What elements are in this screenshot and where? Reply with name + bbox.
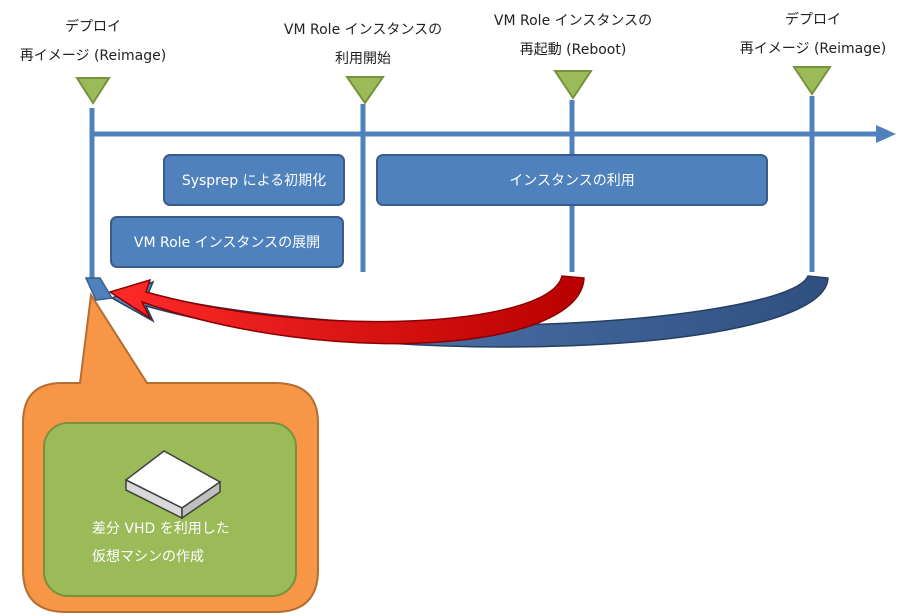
event-label-reimage-end: デプロイ 再イメージ (Reimage): [728, 6, 898, 64]
triangle-down-icon: [792, 66, 832, 96]
event-label-line1: VM Role インスタンスの: [283, 22, 443, 38]
event-label-line2: 再イメージ (Reimage): [739, 41, 887, 57]
timeline-arrowhead-icon: [876, 125, 896, 143]
vhd-caption-line2: 仮想マシンの作成: [92, 549, 204, 565]
phase-sysprep: Sysprep による初期化: [163, 154, 345, 206]
phase-usage: インスタンスの利用: [376, 154, 768, 206]
event-label-usage-start: VM Role インスタンスの 利用開始: [268, 16, 458, 74]
vhd-caption: 差分 VHD を利用した 仮想マシンの作成: [92, 515, 230, 571]
triangle-down-icon: [553, 70, 593, 100]
reboot-return-arrow: [108, 275, 585, 345]
reimage-start-cap: [84, 277, 114, 301]
phase-deploy: VM Role インスタンスの展開: [110, 216, 344, 268]
event-label-line2: 再起動 (Reboot): [519, 42, 627, 58]
event-label-line2: 再イメージ (Reimage): [19, 48, 167, 64]
event-label-line1: デプロイ: [785, 12, 841, 28]
event-label-line2: 利用開始: [335, 51, 391, 67]
triangle-down-icon: [345, 76, 385, 105]
hard-disk-icon: [124, 450, 222, 520]
vhd-caption-line1: 差分 VHD を利用した: [92, 521, 230, 537]
event-label-reboot: VM Role インスタンスの 再起動 (Reboot): [476, 7, 670, 65]
event-label-line1: デプロイ: [65, 19, 121, 35]
event-label-line1: VM Role インスタンスの: [493, 13, 653, 29]
event-label-reimage-start: デプロイ 再イメージ (Reimage): [8, 13, 178, 71]
triangle-down-icon: [75, 77, 111, 105]
